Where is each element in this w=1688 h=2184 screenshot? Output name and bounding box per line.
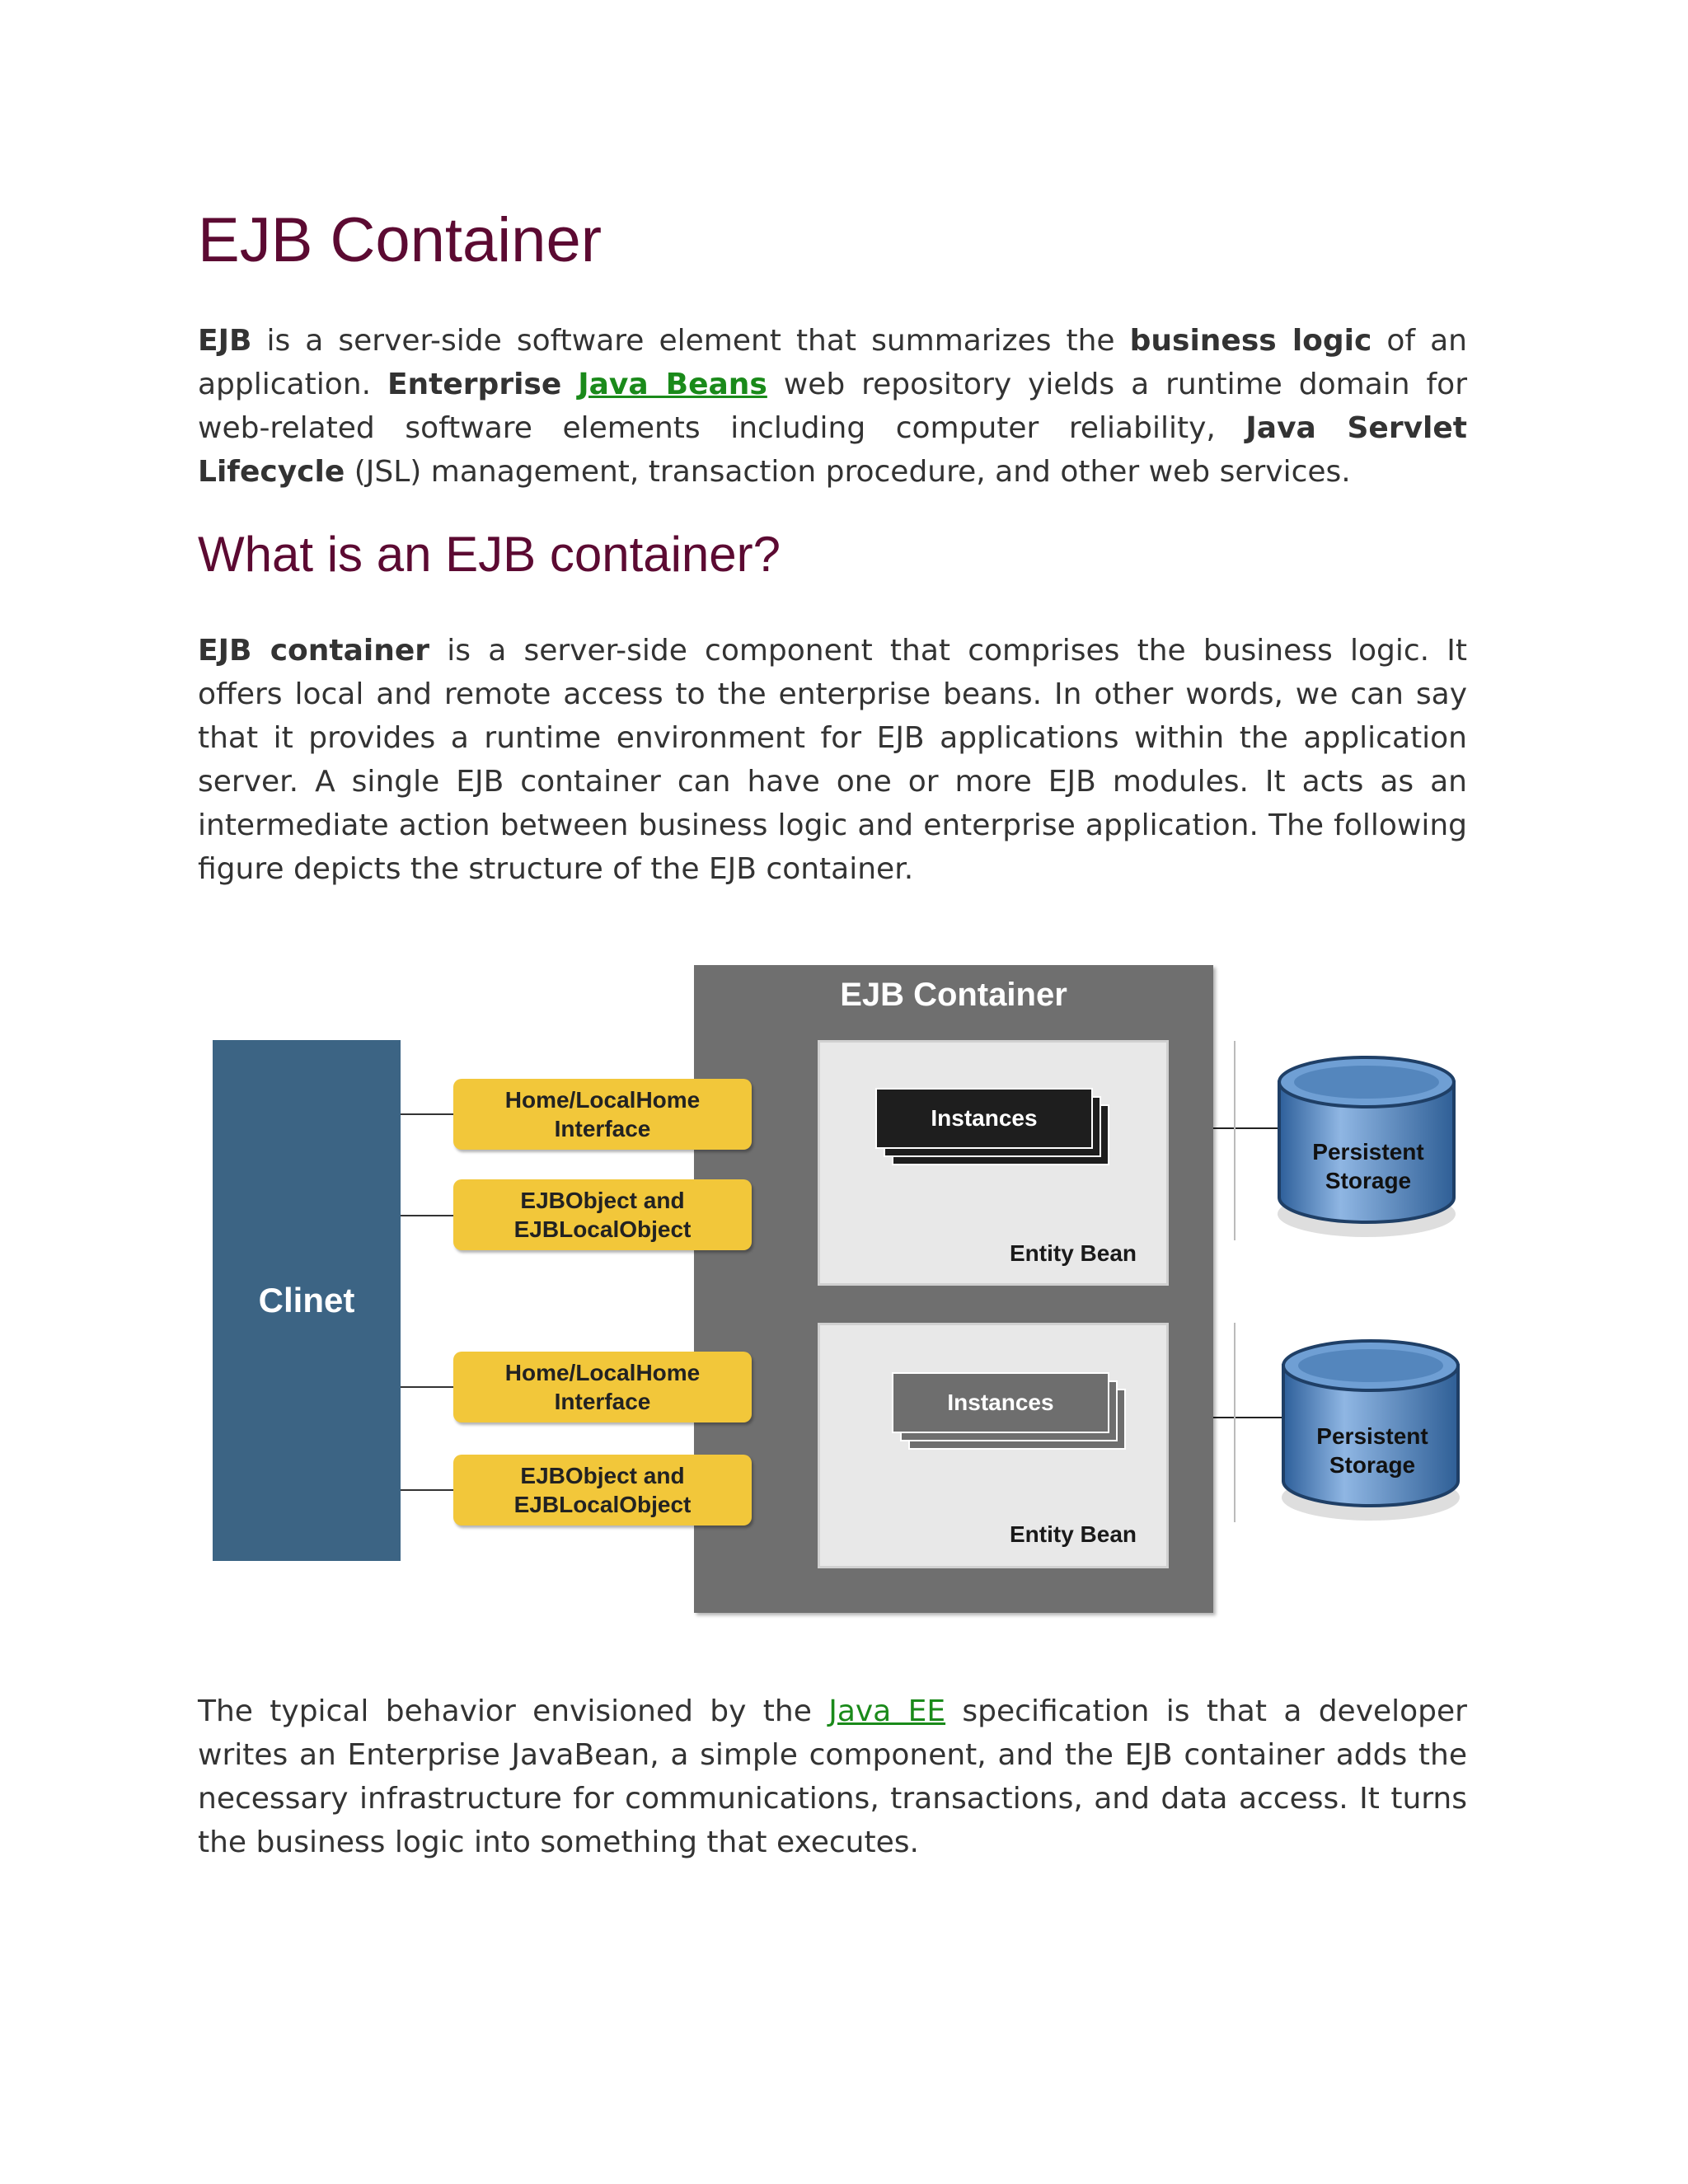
ejbobject-line2: EJBLocalObject (513, 1492, 692, 1517)
intro-space (561, 368, 578, 401)
database-cylinder-icon (1282, 1339, 1460, 1521)
term-ejb-container: EJB container (198, 634, 430, 668)
home-interface-line2: Interface (554, 1389, 651, 1414)
storage-line1: Persistent (1316, 1423, 1428, 1449)
term-ejb: EJB (198, 324, 252, 358)
storage-line2: Storage (1325, 1168, 1412, 1193)
closing-text-2: specification is that a developer writes… (198, 1694, 1467, 1859)
closing-text-1: The typical behavior envisioned by the (198, 1694, 829, 1728)
database-cylinder-icon (1278, 1056, 1456, 1237)
ejbobject-line1: EJBObject and (520, 1463, 685, 1488)
term-business-logic: business logic (1129, 324, 1372, 358)
entity-bean-label-2: Entity Bean (1010, 1521, 1137, 1547)
intro-text-1: is a server-side software element that s… (251, 324, 1130, 358)
instances-stack-2: Instances (892, 1372, 1126, 1463)
client-box: Clinet (213, 1040, 401, 1561)
page-title: EJB Container (198, 205, 603, 275)
term-jsl: Java Servlet Lifecycle (198, 411, 1468, 489)
entity-bean-label-1: Entity Bean (1010, 1240, 1137, 1266)
instances-label-2: Instances (892, 1372, 1109, 1433)
ejb-container-diagram: Clinet EJB Container Entity Bean Entity … (206, 960, 1500, 1619)
ejbobject-line2: EJBLocalObject (513, 1216, 692, 1242)
instances-stack-1: Instances (875, 1088, 1109, 1179)
term-enterprise: Enterprise (387, 368, 562, 401)
storage-line1: Persistent (1312, 1139, 1424, 1165)
home-interface-line2: Interface (554, 1116, 651, 1141)
body-paragraph: EJB container is a server-side component… (198, 629, 1467, 891)
home-interface-line1: Home/LocalHome (504, 1360, 701, 1385)
java-beans-link[interactable]: Java Beans (578, 368, 767, 401)
storage-line2: Storage (1329, 1452, 1416, 1478)
closing-paragraph: The typical behavior envisioned by the J… (198, 1690, 1467, 1864)
body-text: is a server-side component that comprise… (198, 634, 1467, 886)
intro-text-2: of an application. (198, 324, 1467, 401)
home-interface-line1: Home/LocalHome (504, 1087, 701, 1113)
intro-paragraph: EJB is a server-side software element th… (198, 319, 1467, 494)
container-title: EJB Container (840, 977, 1067, 1013)
intro-text-4: (JSL) management, transaction procedure,… (345, 455, 1351, 489)
java-ee-link[interactable]: Java EE (828, 1694, 946, 1728)
section-heading: What is an EJB container? (198, 527, 781, 582)
intro-text-3: web repository yields a runtime domain f… (198, 368, 1467, 445)
ejbobject-line1: EJBObject and (520, 1188, 685, 1213)
instances-label-1: Instances (875, 1088, 1093, 1149)
